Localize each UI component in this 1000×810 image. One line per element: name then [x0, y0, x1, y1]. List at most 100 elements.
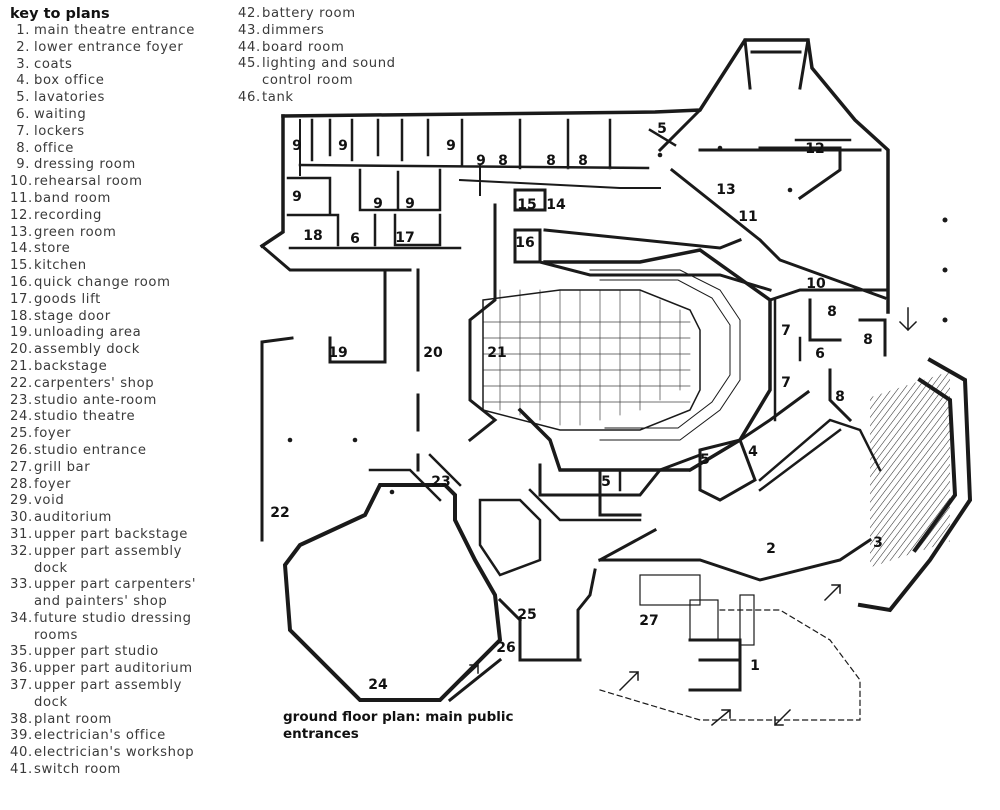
key-item-label: electrician's workshop [34, 745, 195, 761]
key-item: 43.dimmers [238, 23, 438, 40]
key-item-label: auditorium [34, 510, 113, 526]
key-item: 42.battery room [238, 6, 438, 23]
room-number-label: 3 [873, 535, 883, 551]
key-item-label: goods lift [34, 291, 101, 307]
room-number-label: 9 [338, 138, 348, 154]
key-item: 44.board room [238, 40, 438, 57]
room-number-label: 4 [748, 444, 758, 460]
room-number-label: 16 [515, 235, 534, 251]
room-number-label: 13 [716, 182, 735, 198]
key-item-number: 21. [10, 358, 33, 374]
wall [447, 597, 582, 703]
key-item-label: unloading area [34, 325, 142, 341]
wall [688, 638, 742, 692]
wall [259, 243, 412, 542]
key-item: 7.lockers [10, 124, 240, 141]
key-item: 10.rehearsal room [10, 174, 240, 191]
key-item-label: foyer [34, 426, 72, 442]
key-item-label: lockers [34, 123, 85, 139]
wall [458, 164, 661, 196]
room-number-label: 9 [446, 138, 456, 154]
key-item-label: studio theatre [34, 409, 136, 425]
key-item: 16.quick change room [10, 275, 240, 292]
room-number-label: 15 [517, 197, 536, 213]
key-item-label-continued: and painters' shop [34, 594, 168, 610]
key-item-number: 41. [10, 762, 33, 778]
key-item-number: 1. [16, 23, 30, 38]
key-item-number: 29. [10, 493, 33, 509]
key-item: 36.upper part auditorium [10, 661, 240, 678]
key-item-number: 43. [238, 22, 261, 38]
key-item-label: future studio dressing [34, 610, 192, 626]
key-item-number: 34. [10, 610, 33, 626]
key-item: 46.tank [238, 90, 438, 107]
wall [538, 438, 757, 517]
key-item-label-continued: dock [34, 694, 68, 710]
key-item-label: coats [34, 56, 73, 72]
key-item: 25.foyer [10, 426, 240, 443]
key-item: 20.assembly dock [10, 342, 240, 359]
key-item: 28.foyer [10, 477, 240, 494]
key-item: 22.carpenters' shop [10, 376, 240, 393]
room-number-label: 1 [750, 658, 760, 674]
key-item: 5.lavatories [10, 90, 240, 107]
key-item-label: waiting [34, 106, 87, 122]
key-item-label: office [34, 140, 74, 156]
room-number-label: 14 [546, 197, 566, 213]
key-item-label: assembly dock [34, 342, 140, 358]
room-number-label: 27 [639, 613, 658, 629]
key-item-number: 39. [10, 728, 33, 744]
key-item-label: upper part assembly [34, 543, 183, 559]
key-item-number: 25. [10, 426, 33, 442]
wall [758, 418, 882, 492]
key-item: 31.upper part backstage [10, 527, 240, 544]
room-number-label: 7 [781, 323, 791, 339]
room-number-label: 23 [431, 474, 450, 490]
wall [467, 188, 547, 443]
key-item-number: 2. [16, 39, 30, 55]
room-number-label: 9 [292, 138, 302, 154]
key-item: 35.upper part studio [10, 644, 240, 661]
room-number-label: 9 [373, 196, 383, 212]
key-item-number: 9. [16, 157, 30, 173]
key-item-label: kitchen [34, 258, 87, 274]
key-item-number: 7. [16, 123, 30, 139]
key-item: 2.lower entrance foyer [10, 40, 240, 57]
wall [773, 298, 802, 422]
key-item-number: 26. [10, 442, 33, 458]
key-item: 26.studio entrance [10, 443, 240, 460]
room-number-label: 9 [476, 153, 486, 169]
key-item-number: 24. [10, 409, 33, 425]
key-item-number: 38. [10, 711, 33, 727]
key-item-number: 3. [16, 56, 30, 72]
key-item-label: switch room [34, 762, 122, 778]
key-item: 30.auditorium [10, 510, 240, 527]
wall [687, 288, 890, 473]
key-item: 33.upper part carpenters'and painters' s… [10, 577, 240, 611]
room-number-label: 26 [496, 640, 515, 656]
key-item: 8.office [10, 141, 240, 158]
key-item-label: upper part backstage [34, 526, 189, 542]
room-number-label: 8 [835, 389, 845, 405]
room-number-label: 7 [781, 375, 791, 391]
stage-outline [482, 289, 701, 431]
key-item: 17.goods lift [10, 292, 240, 309]
room-number-label: 8 [546, 153, 556, 169]
key-item-number: 46. [238, 89, 261, 105]
plan-caption: ground floor plan: main public entrances [283, 709, 514, 743]
key-item: 19.unloading area [10, 325, 240, 342]
key-item-label: plant room [34, 711, 112, 727]
key-item: 41.switch room [10, 762, 240, 779]
key-item: 29.void [10, 493, 240, 510]
room-number-label: 6 [815, 346, 825, 362]
key-item: 4.box office [10, 73, 240, 90]
key-item-label: dressing room [34, 157, 136, 173]
key-item-label: quick change room [34, 274, 171, 290]
key-item: 11.band room [10, 191, 240, 208]
key-item-number: 36. [10, 661, 33, 677]
wall [368, 453, 462, 502]
plan-caption-line-2: entrances [283, 726, 359, 742]
